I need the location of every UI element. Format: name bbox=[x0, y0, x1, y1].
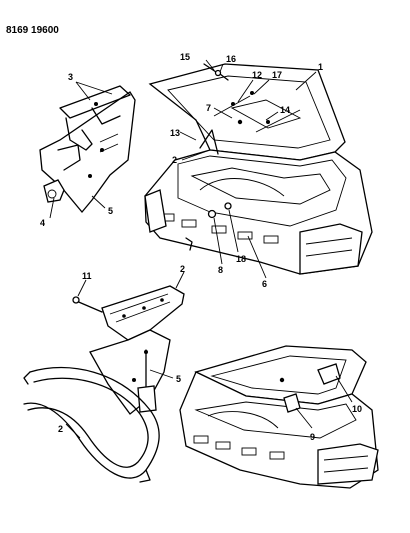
callout-13: 13 bbox=[170, 128, 180, 138]
callout-11: 11 bbox=[82, 271, 92, 281]
callout-14: 14 bbox=[280, 105, 290, 115]
callout-5a: 5 bbox=[108, 206, 113, 216]
callout-2c: 2 bbox=[58, 424, 63, 434]
callout-5b: 5 bbox=[176, 374, 181, 384]
callout-16: 16 bbox=[226, 54, 236, 64]
callout-9: 9 bbox=[310, 432, 315, 442]
callout-4: 4 bbox=[40, 218, 45, 228]
callout-6: 6 bbox=[262, 279, 267, 289]
callout-2a: 2 bbox=[172, 155, 177, 165]
callout-18: 18 bbox=[236, 254, 246, 264]
callout-7: 7 bbox=[206, 103, 211, 113]
callout-10: 10 bbox=[352, 404, 362, 414]
callout-2b: 2 bbox=[180, 264, 185, 274]
callout-1: 1 bbox=[318, 62, 323, 72]
callout-12: 12 bbox=[252, 70, 262, 80]
hinge-detail-lower bbox=[23, 285, 185, 483]
trunk-closed-view bbox=[179, 345, 379, 489]
callout-17: 17 bbox=[272, 70, 282, 80]
trunk-open-view bbox=[144, 63, 373, 275]
callout-15: 15 bbox=[180, 52, 190, 62]
callout-3: 3 bbox=[68, 72, 73, 82]
diagram-code: 8169 19600 bbox=[6, 25, 59, 36]
hinge-detail-upper bbox=[39, 85, 136, 214]
callout-8: 8 bbox=[218, 265, 223, 275]
